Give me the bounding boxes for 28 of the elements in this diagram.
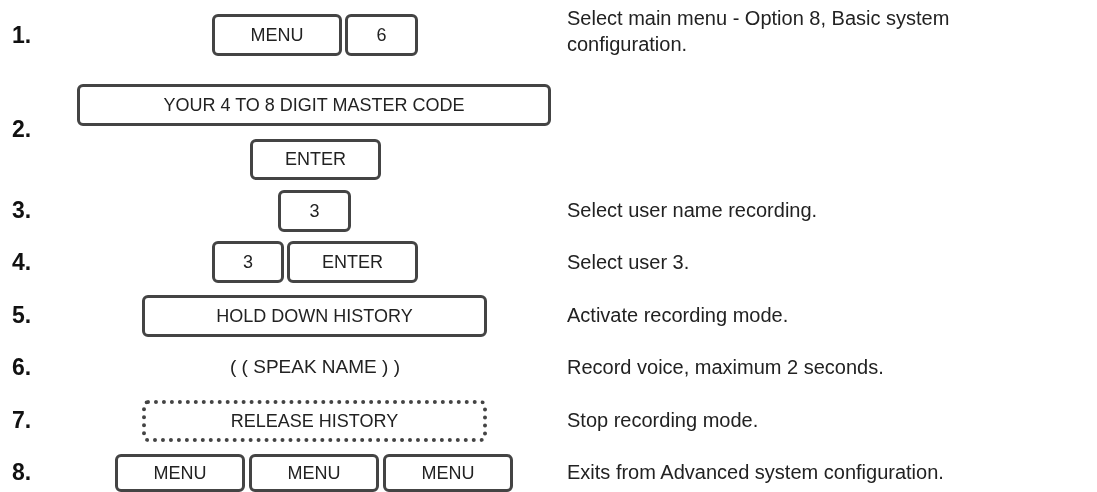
keypad-key: MENU [115,454,245,492]
instruction-text: Record voice, maximum 2 seconds. [567,355,885,380]
spoken-prompt-text: ( ( SPEAK NAME ) ) [229,355,401,379]
keypad-key: MENU [249,454,379,492]
step-number: 7. [12,407,33,433]
step-number: 5. [12,302,33,328]
step-number: 8. [12,459,33,485]
step-number: 3. [12,197,33,223]
keypad-key: YOUR 4 TO 8 DIGIT MASTER CODE [77,84,551,126]
instruction-text: Select user name recording. [567,198,819,223]
keypad-key: 3 [278,190,351,232]
step-number: 2. [12,116,33,142]
keypad-key: MENU [212,14,342,56]
step-number: 1. [12,22,33,48]
instruction-text: Select main menu - Option 8, Basic system configuration. [567,6,951,57]
step-number: 6. [12,354,33,380]
keypad-key: 3 [212,241,284,283]
keypad-key: RELEASE HISTORY [142,400,487,442]
step-number: 4. [12,249,33,275]
instruction-text: Exits from Advanced system configuration. [567,460,945,485]
keypad-key: MENU [383,454,513,492]
instruction-text: Activate recording mode. [567,303,790,328]
instruction-text: Select user 3. [567,250,691,275]
keypad-key: HOLD DOWN HISTORY [142,295,487,337]
keypad-key: ENTER [287,241,418,283]
keypad-key: 6 [345,14,418,56]
instruction-text: Stop recording mode. [567,408,760,433]
keypad-key: ENTER [250,139,381,180]
